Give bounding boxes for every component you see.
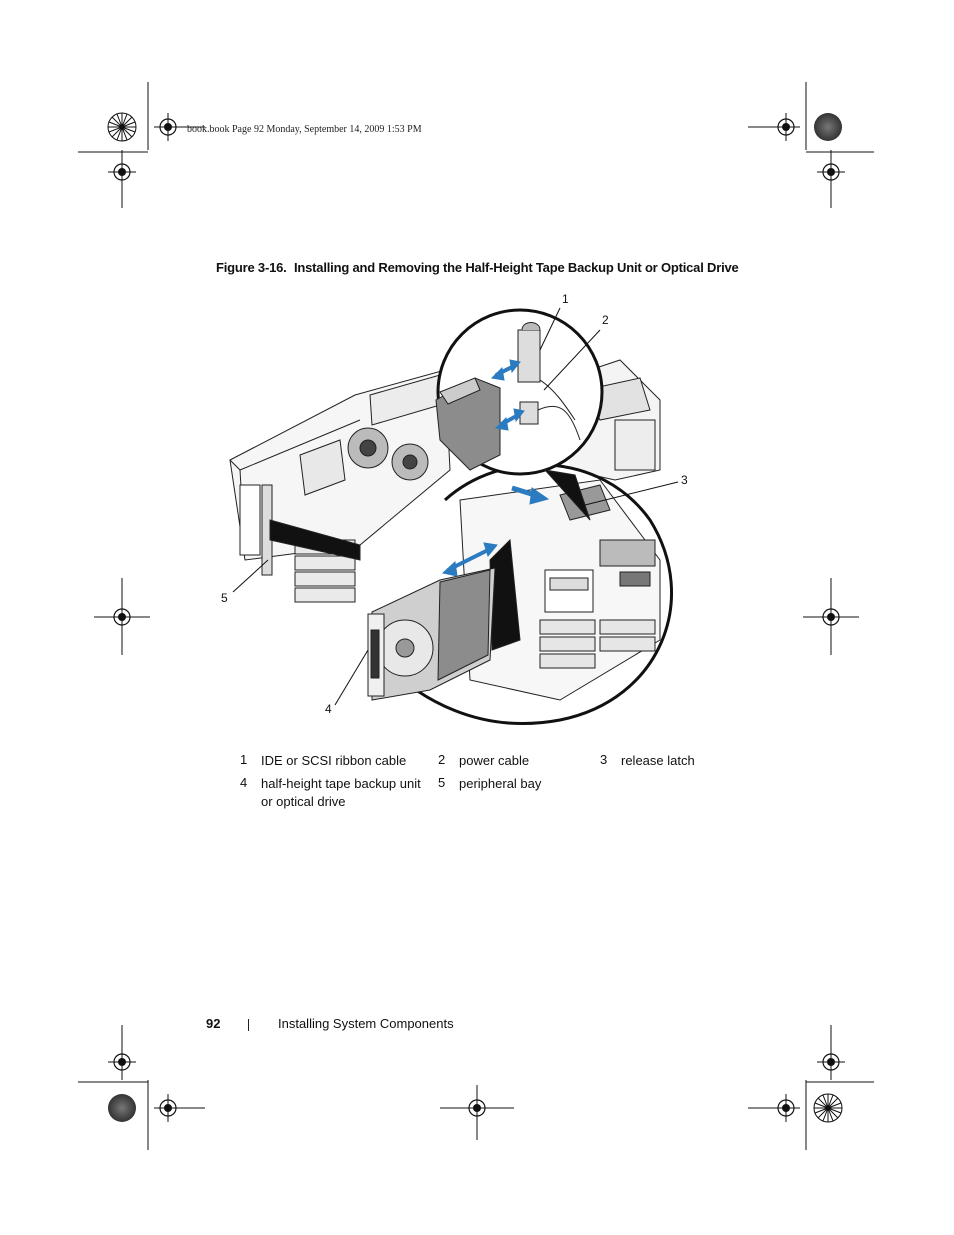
legend-text: IDE or SCSI ribbon cable bbox=[261, 753, 407, 768]
page-number: 92 bbox=[206, 1016, 221, 1031]
registration-mark-top-right bbox=[748, 82, 874, 208]
registration-mark-bottom-right bbox=[748, 1025, 874, 1150]
registration-mark-bottom-left bbox=[78, 1025, 205, 1150]
legend-text: peripheral bay bbox=[459, 776, 542, 791]
callout-5: 5 bbox=[221, 591, 228, 605]
legend-number: 1 bbox=[240, 752, 248, 767]
legend-text: half-height tape backup unit bbox=[261, 776, 421, 791]
figure-number: Figure 3-16. bbox=[216, 260, 287, 275]
footer-section-title: Installing System Components bbox=[278, 1016, 454, 1031]
callout-2: 2 bbox=[602, 313, 609, 327]
legend-number: 3 bbox=[600, 752, 608, 767]
registration-mark-top-left bbox=[78, 82, 205, 208]
legend-number: 4 bbox=[240, 775, 248, 790]
footer-separator bbox=[248, 1019, 249, 1031]
legend-number: 5 bbox=[438, 775, 446, 790]
legend-number: 2 bbox=[438, 752, 446, 767]
print-header: book.book Page 92 Monday, September 14, … bbox=[187, 124, 422, 135]
legend-text: release latch bbox=[621, 753, 695, 768]
callout-1: 1 bbox=[562, 292, 569, 306]
figure-caption: Figure 3-16. Installing and Removing the … bbox=[216, 260, 739, 275]
server-illustration bbox=[229, 308, 673, 725]
registration-mark-bottom-center bbox=[440, 1085, 514, 1140]
legend-text: power cable bbox=[459, 753, 530, 768]
callout-leaders bbox=[232, 307, 679, 706]
registration-mark-left-middle bbox=[94, 578, 150, 655]
legend-text-line2: or optical drive bbox=[261, 794, 346, 809]
registration-mark-right-middle bbox=[803, 578, 859, 655]
callout-4: 4 bbox=[325, 702, 332, 716]
figure-title: Installing and Removing the Half-Height … bbox=[294, 260, 739, 275]
installation-arrows bbox=[441, 359, 550, 577]
callout-3: 3 bbox=[681, 473, 688, 487]
